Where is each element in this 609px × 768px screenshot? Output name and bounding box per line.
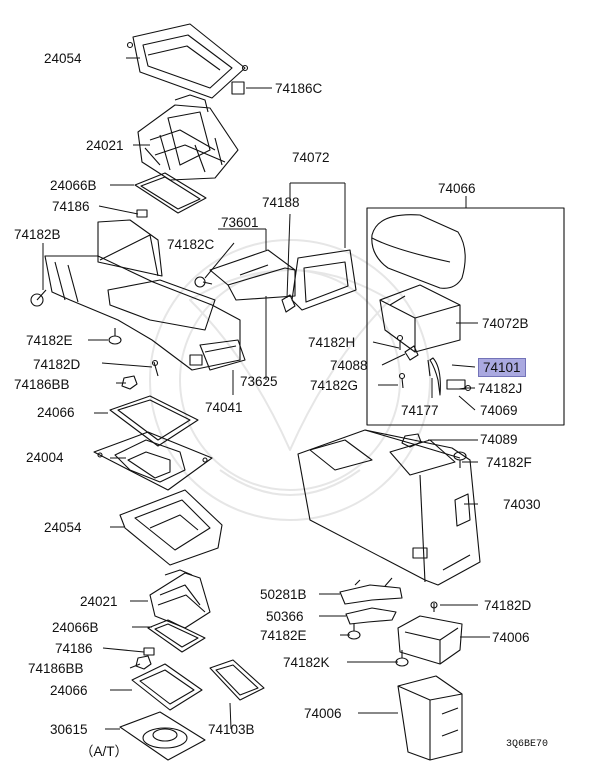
- part-74072b-armrest-base: [379, 284, 461, 353]
- part-74088-bracket: [404, 345, 419, 361]
- label-74103b: 74103B: [208, 722, 255, 737]
- label-74182f: 74182F: [486, 455, 532, 470]
- label-74088: 74088: [330, 358, 368, 373]
- part-24066b-top-gasket: [134, 172, 207, 214]
- label-74072b: 74072B: [482, 316, 529, 331]
- part-74182d-top-screw: [151, 359, 159, 377]
- part-24066-gasket-mid: [109, 395, 199, 447]
- part-74089-nut: [401, 433, 422, 448]
- label-74177: 74177: [401, 403, 439, 418]
- part-50281b-bracket: [339, 577, 403, 605]
- label-50366: 50366: [266, 609, 304, 624]
- part-74182e-bottom-screw: [347, 624, 361, 640]
- label-24066-top: 24066: [37, 405, 75, 420]
- label-30615: 30615: [50, 722, 88, 737]
- label-74072: 74072: [292, 150, 330, 165]
- diagram-code: 3Q6BE70: [506, 739, 549, 750]
- part-74041-floor-console: [44, 219, 246, 371]
- label-74182d-bottom: 74182D: [484, 598, 532, 613]
- part-74182b-screw: [30, 289, 47, 307]
- label-24054-top: 24054: [44, 51, 82, 66]
- part-74186bb-bottom-nut: [135, 655, 152, 670]
- label-74182e-top: 74182E: [26, 333, 73, 348]
- part-24021-top-boot: [137, 94, 239, 181]
- part-74006-tray-a: [397, 615, 463, 665]
- label-74066: 74066: [438, 181, 476, 196]
- label-74188: 74188: [262, 195, 300, 210]
- part-24004-base-plate: [93, 431, 213, 491]
- leader-lines: [42, 57, 490, 730]
- label-74186c: 74186C: [275, 81, 323, 96]
- part-24066-bottom-gasket: [131, 663, 203, 711]
- part-24066b-bottom-gasket: [147, 619, 206, 653]
- part-74186bb-top-nut: [121, 375, 138, 390]
- label-73601: 73601: [221, 215, 259, 230]
- part-74182c-screw: [194, 276, 213, 288]
- part-74182h-screw: [396, 334, 404, 350]
- part-24054-top-cover: [126, 23, 249, 99]
- part-24021-bottom-boot: [149, 569, 211, 629]
- label-74089: 74089: [480, 432, 518, 447]
- part-74182k-screw: [395, 650, 409, 667]
- label-24066b-bottom: 24066B: [52, 620, 99, 635]
- part-74072-lid-frame: [291, 249, 357, 311]
- label-74186bb-top: 74186BB: [14, 377, 70, 392]
- part-74182e-top-screw: [108, 328, 122, 345]
- label-73625: 73625: [240, 374, 278, 389]
- label-74182c: 74182C: [167, 237, 215, 252]
- part-74188-clip: [281, 294, 296, 313]
- label-24066b-top: 24066B: [50, 178, 97, 193]
- label-74182d-top: 74182D: [33, 357, 81, 372]
- assembly-box-74066: [366, 207, 565, 426]
- part-74182g-screw: [398, 372, 406, 389]
- label-74006-a: 74006: [492, 630, 530, 645]
- part-74186c-clip: [231, 81, 245, 95]
- label-74041: 74041: [205, 400, 243, 415]
- part-74186-bottom-clip: [143, 647, 155, 656]
- label-74186bb-bottom: 74186BB: [28, 661, 84, 676]
- label-74101-highlighted[interactable]: 74101: [478, 358, 526, 377]
- label-74182k: 74182K: [283, 655, 330, 670]
- part-74177-pin: [427, 359, 431, 377]
- part-74030-main-console: [297, 429, 481, 586]
- watermark-emblem: [149, 239, 431, 521]
- part-74066-armrest-lid: [371, 214, 466, 289]
- label-74186-top: 74186: [52, 199, 90, 214]
- label-74030: 74030: [503, 497, 541, 512]
- part-74103b-tray: [209, 659, 265, 701]
- part-24054-bottom-cover: [119, 489, 223, 566]
- part-74069-latch: [446, 379, 466, 390]
- label-74182e-bottom: 74182E: [260, 628, 307, 643]
- label-74186-bottom: 74186: [55, 641, 93, 656]
- label-74069: 74069: [480, 403, 518, 418]
- part-30615-boot: [119, 711, 206, 761]
- label-74182b: 74182B: [14, 227, 61, 242]
- part-74182j-screw: [458, 384, 472, 392]
- label-74006-b: 74006: [304, 706, 342, 721]
- part-74006-tray-b: [397, 675, 463, 761]
- part-50366-bracket: [345, 607, 397, 625]
- part-73601-pocket: [209, 249, 296, 301]
- label-74182j: 74182J: [478, 381, 523, 396]
- label-50281b: 50281B: [260, 587, 307, 602]
- label-74182g: 74182G: [310, 378, 359, 393]
- label-74182h: 74182H: [308, 335, 356, 350]
- label-24054-bottom: 24054: [44, 520, 82, 535]
- part-74182f-screw: [453, 451, 467, 468]
- label-24066-bottom: 24066: [50, 683, 88, 698]
- label-at-note: （A/T）: [80, 744, 129, 759]
- label-24021-top: 24021: [86, 138, 124, 153]
- label-24004: 24004: [26, 450, 64, 465]
- part-74186-top-clip: [136, 209, 148, 218]
- part-74101-spring: [429, 357, 441, 396]
- part-74182d-bottom-screw: [430, 601, 438, 612]
- label-24021-bottom: 24021: [80, 594, 118, 609]
